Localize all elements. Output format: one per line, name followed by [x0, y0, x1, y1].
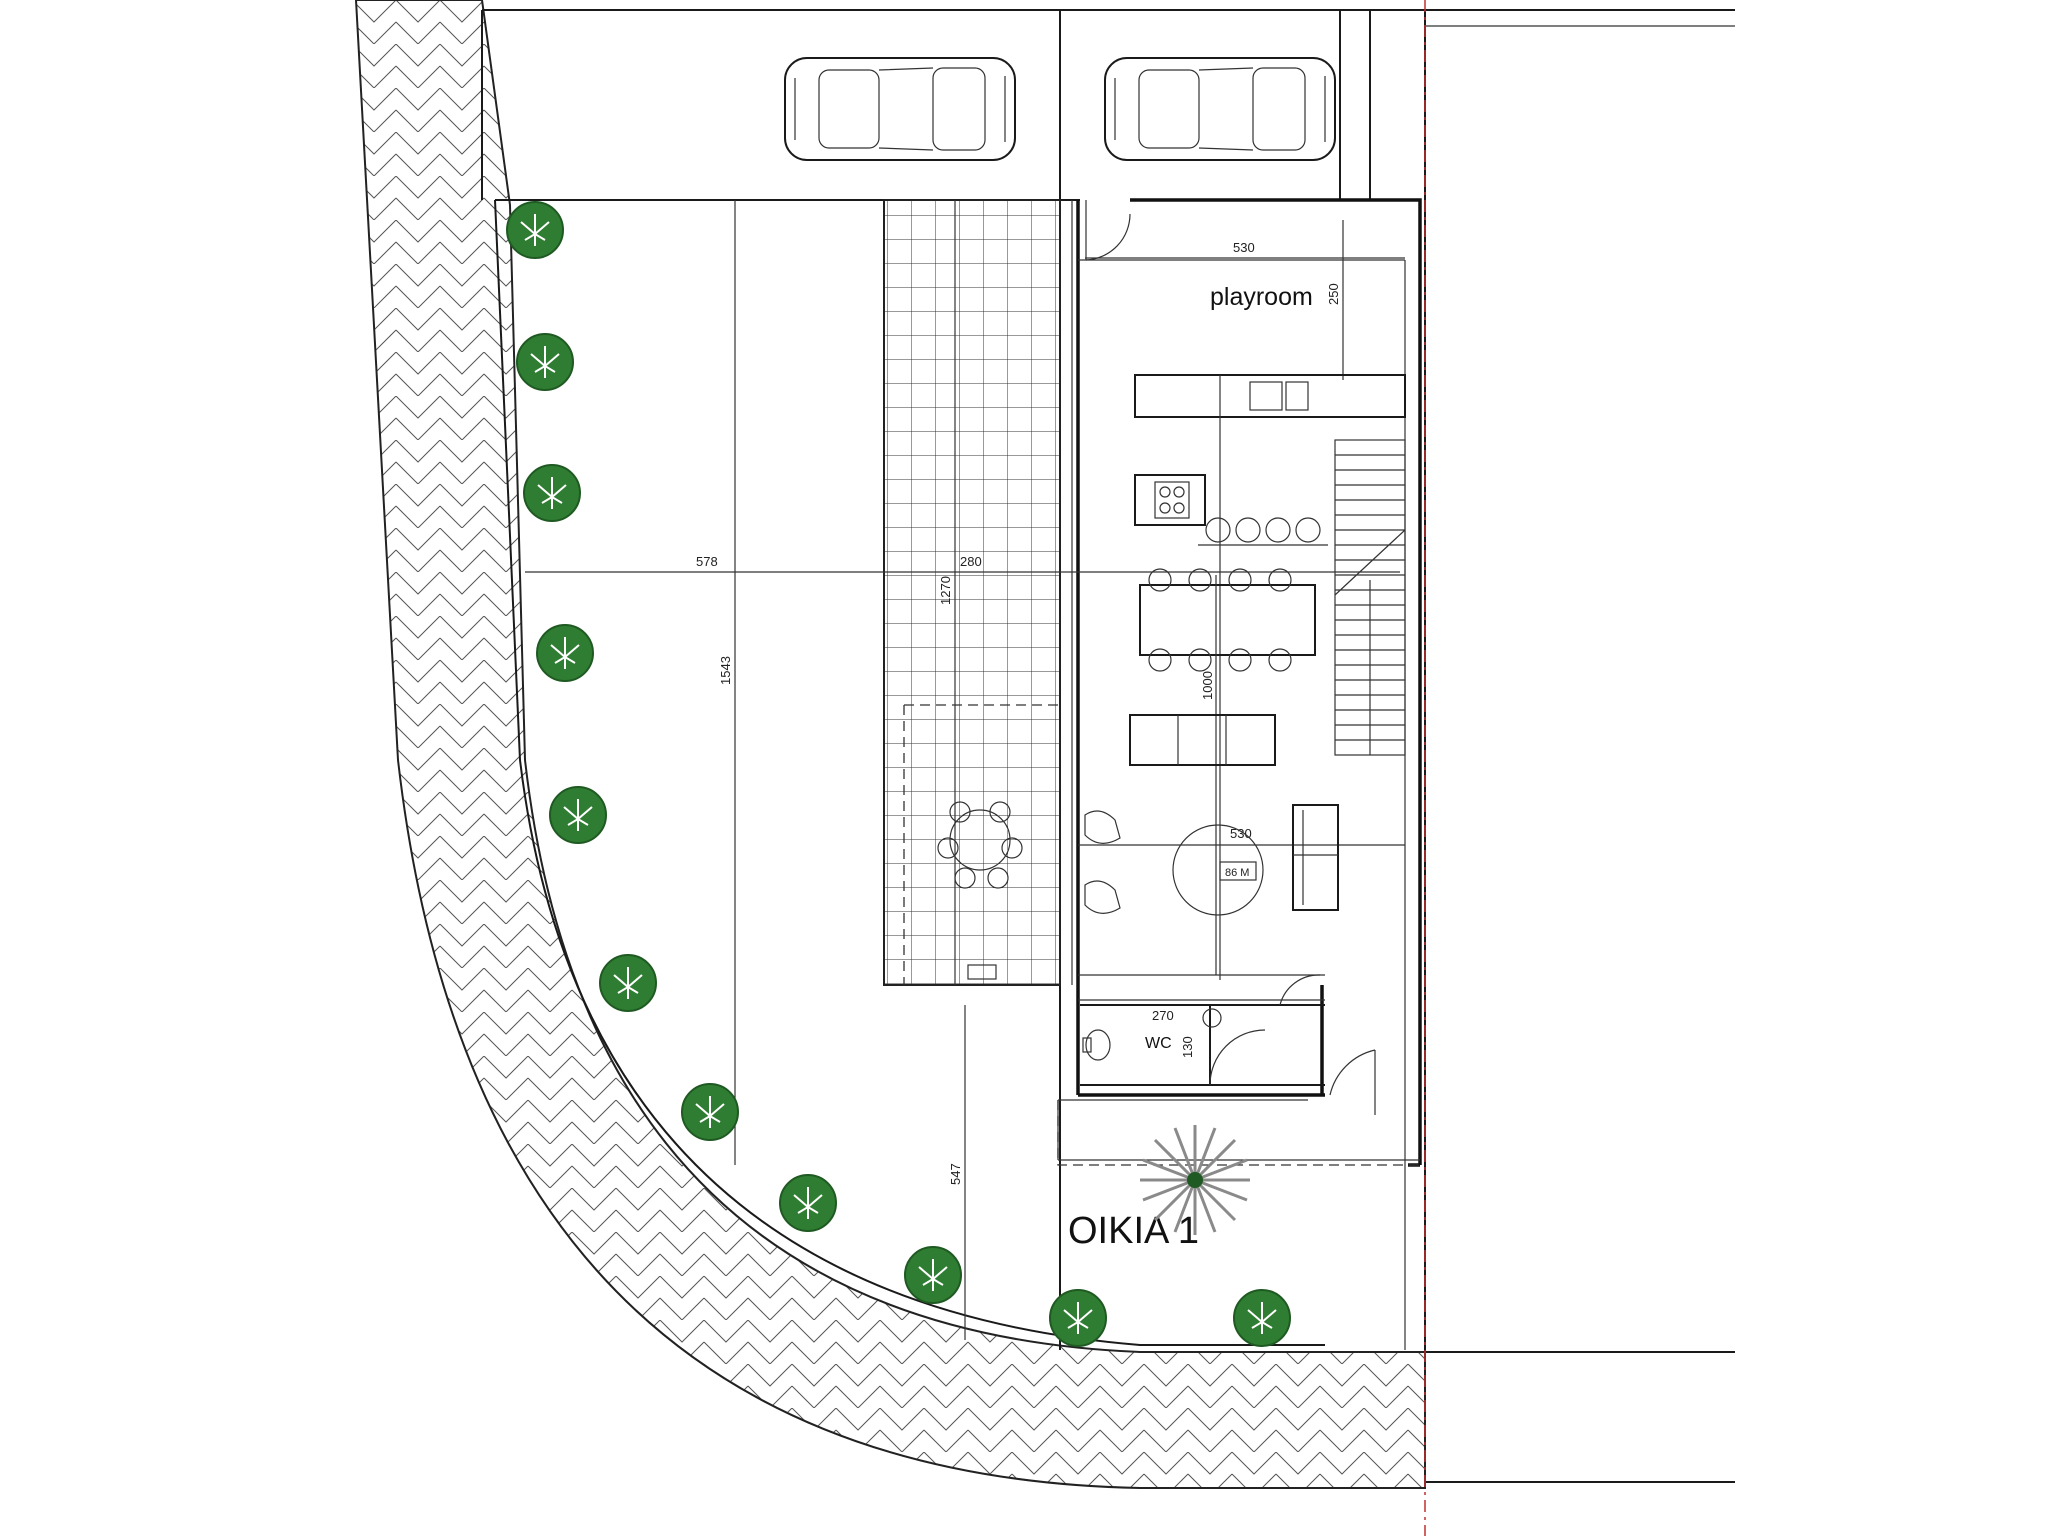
tree-icon: [516, 333, 574, 391]
dining-table: [1139, 584, 1316, 656]
car-icon: [784, 57, 1016, 161]
terrace-dashed-edge: [903, 704, 1060, 985]
tree-icon: [681, 1083, 739, 1141]
hatched-walkway: [354, 0, 1426, 1489]
wc-door-arc: [1209, 1029, 1266, 1086]
house-title: OIKIA 1: [1068, 1210, 1199, 1252]
coffee-table: [1172, 824, 1264, 916]
kitchen-counter: [1134, 374, 1406, 418]
dim-530-mid: 530: [1230, 826, 1252, 841]
door-icon: [1329, 1049, 1376, 1115]
tree-icon: [904, 1246, 962, 1304]
door-icon: [1085, 200, 1131, 261]
door-icon: [1279, 974, 1321, 1006]
kitchen-island: [1134, 474, 1206, 526]
shrub-icon: [1140, 1125, 1250, 1235]
property-line: [1425, 1351, 1735, 1483]
sofa-icon: [1292, 804, 1339, 911]
parking-boundary: [481, 9, 1735, 1360]
tree-icon: [536, 624, 594, 682]
tree-icon: [506, 201, 564, 259]
wc-walls: [1080, 1004, 1325, 1086]
toilet-icon: [1082, 1029, 1111, 1061]
area-tag-box: [1219, 861, 1257, 881]
tree-icon: [1049, 1289, 1107, 1347]
tree-icon: [549, 786, 607, 844]
car-icon: [1104, 57, 1336, 161]
dim-578: 578: [696, 554, 718, 569]
room-label-wc: WC: [1145, 1035, 1172, 1052]
tree-icon: [599, 954, 657, 1012]
house-walls: [1076, 198, 1422, 1167]
chair-icon: [1198, 517, 1328, 546]
terrace-table: [937, 801, 1023, 889]
dim-270: 270: [1152, 1008, 1174, 1023]
dim-280: 280: [960, 554, 982, 569]
dim-1000: 1000: [1200, 671, 1215, 700]
room-label-playroom: playroom: [1210, 283, 1313, 311]
tree-icon: [1233, 1289, 1291, 1347]
dim-1270: 1270: [938, 576, 953, 605]
dim-547: 547: [948, 1163, 963, 1185]
cooktop-icon: [1154, 481, 1190, 519]
dim-250: 250: [1326, 283, 1341, 305]
sofa-icon: [1129, 714, 1276, 766]
chair-icon: [1148, 568, 1292, 672]
tree-icon: [779, 1174, 837, 1232]
chair-icon: [1084, 810, 1121, 914]
terrace-step: [967, 964, 997, 980]
stairs-icon: [1334, 439, 1406, 756]
area-tag: 86 M: [1225, 867, 1249, 879]
tiled-terrace: [883, 199, 1061, 986]
tree-icon: [523, 464, 581, 522]
sink-icon: [1249, 381, 1309, 411]
dim-530-top: 530: [1233, 240, 1255, 255]
dim-130: 130: [1180, 1036, 1195, 1058]
dim-1543: 1543: [718, 656, 733, 685]
house-dashed-outline: [1057, 1100, 1420, 1166]
sink-icon: [1202, 1008, 1222, 1028]
house-inner-lines: [1057, 200, 1420, 1350]
